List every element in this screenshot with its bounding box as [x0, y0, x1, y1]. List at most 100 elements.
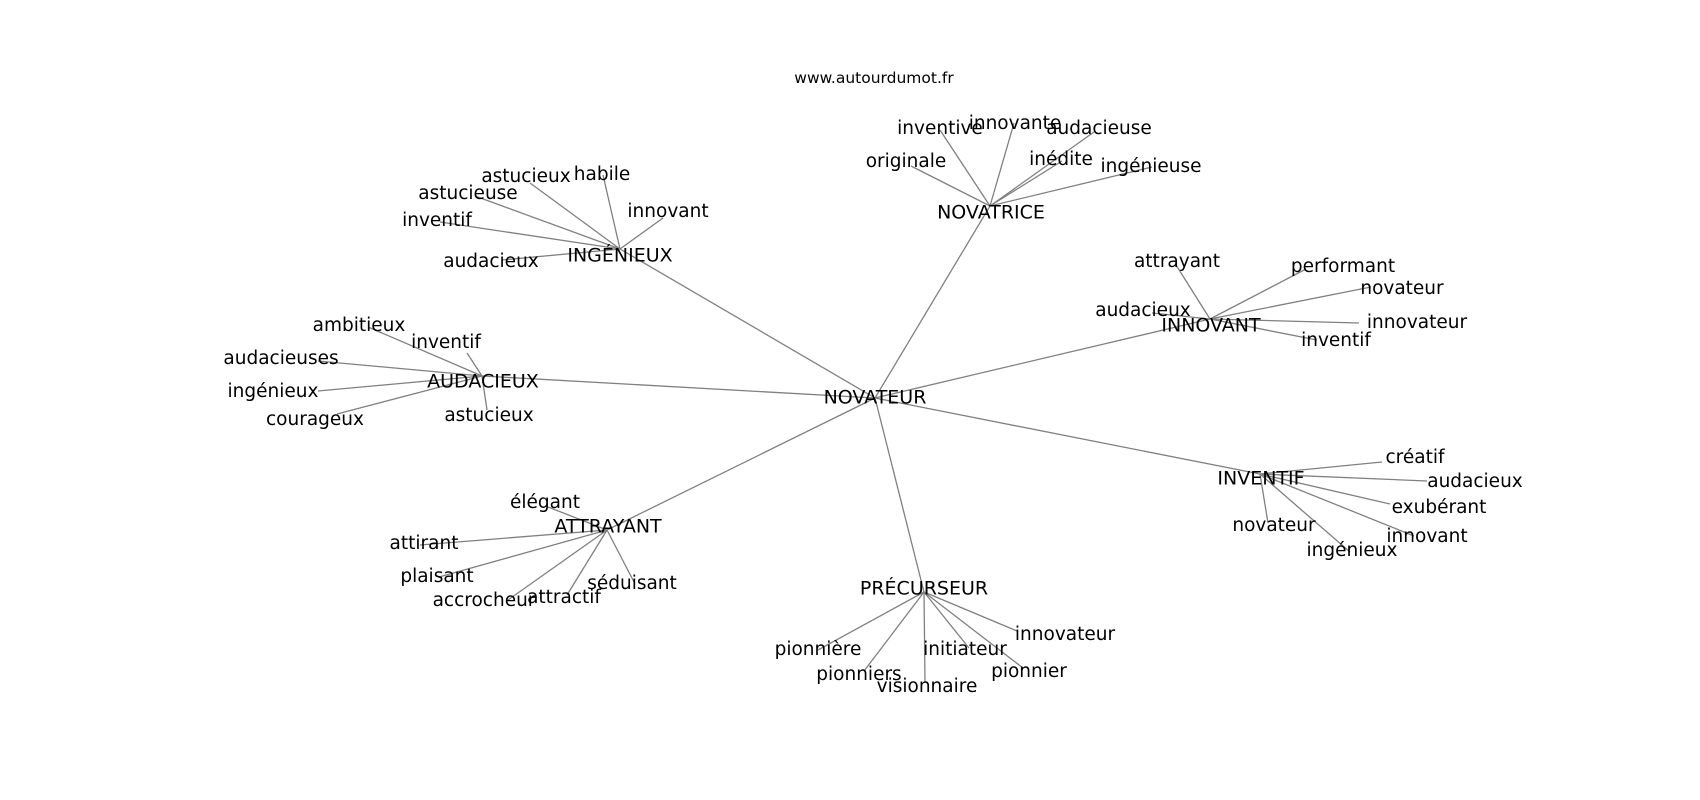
- word-node-audacieux-5: astucieux: [444, 405, 533, 426]
- hub-node-novatrice: NOVATRICE: [937, 202, 1045, 224]
- word-node-inventif-3: novateur: [1232, 515, 1316, 536]
- edge-center-attrayant: [606, 397, 876, 531]
- word-node-innovant-2: novateur: [1360, 278, 1444, 299]
- edge-novatrice-1: [989, 122, 1015, 207]
- edge-precurseur-5: [923, 591, 926, 683]
- word-node-attrayant-2: plaisant: [400, 566, 473, 587]
- edge-audacieux-1: [466, 352, 483, 377]
- edge-precurseur-2: [923, 591, 970, 649]
- edge-ingenieux-4: [439, 221, 621, 250]
- edge-attrayant-2: [438, 529, 608, 578]
- source-label: www.autourdumot.fr: [794, 69, 954, 87]
- edge-novatrice-3: [910, 165, 991, 207]
- edge-ingenieux-1: [602, 174, 621, 250]
- edge-ingenieux-5: [501, 248, 621, 261]
- word-node-innovant-3: audacieux: [1095, 300, 1191, 321]
- edge-ingenieux-0: [529, 182, 621, 250]
- hub-node-audacieux: AUDACIEUX: [427, 371, 539, 393]
- edge-center-inventif: [874, 397, 1261, 475]
- word-node-attrayant-3: séduisant: [587, 573, 677, 594]
- word-node-attrayant-0: élégant: [510, 492, 580, 513]
- edge-novatrice-2: [989, 131, 1095, 207]
- edge-innovant-3: [1151, 312, 1211, 320]
- hub-node-ingenieux: INGÉNIEUX: [567, 244, 672, 267]
- edge-center-audacieux: [481, 375, 876, 399]
- word-node-inventif-5: ingénieux: [1307, 540, 1398, 561]
- word-node-ingenieux-4: inventif: [402, 210, 472, 231]
- word-node-precurseur-1: pionnière: [775, 639, 862, 660]
- hub-node-inventif: INVENTIF: [1217, 468, 1304, 490]
- edge-innovant-0: [1175, 264, 1211, 320]
- word-node-attrayant-5: attractif: [527, 587, 601, 608]
- word-node-innovant-1: performant: [1291, 256, 1395, 277]
- edge-audacieux-2: [317, 360, 483, 377]
- word-node-ingenieux-1: habile: [574, 164, 630, 185]
- edge-attrayant-5: [566, 529, 608, 596]
- center-node: NOVATEUR: [824, 387, 927, 409]
- edge-center-precurseur: [874, 397, 925, 593]
- word-node-attrayant-1: attirant: [390, 533, 459, 554]
- edge-novatrice-0: [939, 129, 991, 207]
- edge-ingenieux-2: [474, 195, 621, 250]
- word-node-innovant-0: attrayant: [1134, 251, 1220, 272]
- word-node-attrayant-4: accrocheur: [433, 590, 536, 611]
- edge-inventif-0: [1259, 461, 1383, 475]
- word-node-precurseur-4: pionnier: [991, 661, 1067, 682]
- edge-innovant-5: [1209, 318, 1318, 341]
- edge-inventif-2: [1259, 473, 1391, 505]
- word-node-precurseur-3: pionniers: [816, 664, 901, 685]
- edge-attrayant-0: [547, 506, 608, 531]
- edge-innovant-2: [1209, 286, 1372, 320]
- edge-audacieux-4: [336, 375, 483, 415]
- word-node-precurseur-2: initiateur: [923, 639, 1007, 660]
- word-node-precurseur-5: visionnaire: [877, 676, 978, 697]
- word-node-ingenieux-5: audacieux: [443, 251, 539, 272]
- word-node-audacieux-3: ingénieux: [228, 381, 319, 402]
- hub-node-innovant: INNOVANT: [1161, 315, 1261, 337]
- word-node-innovant-5: inventif: [1301, 330, 1371, 351]
- word-node-audacieux-4: courageux: [266, 409, 364, 430]
- hub-node-attrayant: ATTRAYANT: [554, 516, 662, 538]
- edge-center-novatrice: [874, 205, 991, 399]
- word-node-ingenieux-2: astucieuse: [418, 183, 517, 204]
- graph-edges: [317, 122, 1428, 683]
- edge-novatrice-5: [989, 166, 1153, 207]
- edge-audacieux-5: [481, 375, 488, 411]
- word-node-ingenieux-3: innovant: [627, 201, 708, 222]
- edge-inventif-5: [1259, 473, 1351, 553]
- word-node-novatrice-5: ingénieuse: [1101, 156, 1202, 177]
- word-node-novatrice-0: inventive: [897, 118, 983, 139]
- edge-precurseur-0: [923, 591, 1018, 632]
- edge-precurseur-4: [923, 591, 1024, 669]
- edge-inventif-3: [1259, 473, 1269, 524]
- word-node-audacieux-0: ambitieux: [313, 315, 406, 336]
- edge-precurseur-3: [863, 591, 925, 672]
- word-node-precurseur-0: innovateur: [1015, 624, 1116, 645]
- edge-center-innovant: [874, 318, 1211, 399]
- edge-attrayant-3: [606, 529, 635, 583]
- edge-attrayant-1: [419, 529, 608, 546]
- word-node-novatrice-1: innovante: [969, 113, 1062, 134]
- word-node-novatrice-3: originale: [866, 151, 947, 172]
- edge-innovant-1: [1209, 268, 1307, 320]
- hub-node-precurseur: PRÉCURSEUR: [860, 577, 988, 600]
- edge-center-ingenieux: [619, 248, 876, 399]
- word-node-innovant-4: innovateur: [1367, 312, 1468, 333]
- edge-inventif-1: [1259, 473, 1428, 482]
- word-node-novatrice-2: audacieuse: [1046, 118, 1152, 139]
- edge-attrayant-4: [507, 529, 608, 601]
- edge-innovant-4: [1209, 318, 1360, 324]
- edge-novatrice-4: [989, 160, 1063, 207]
- word-node-inventif-4: innovant: [1386, 526, 1467, 547]
- word-node-inventif-0: créatif: [1386, 447, 1445, 468]
- edge-audacieux-3: [317, 375, 483, 392]
- edge-audacieux-0: [367, 326, 483, 377]
- word-node-inventif-2: exubérant: [1392, 497, 1487, 518]
- word-node-ingenieux-0: astucieux: [481, 166, 570, 187]
- edge-inventif-4: [1259, 473, 1415, 537]
- edge-precurseur-1: [817, 591, 925, 651]
- word-node-audacieux-1: inventif: [411, 332, 481, 353]
- word-node-inventif-1: audacieux: [1427, 471, 1523, 492]
